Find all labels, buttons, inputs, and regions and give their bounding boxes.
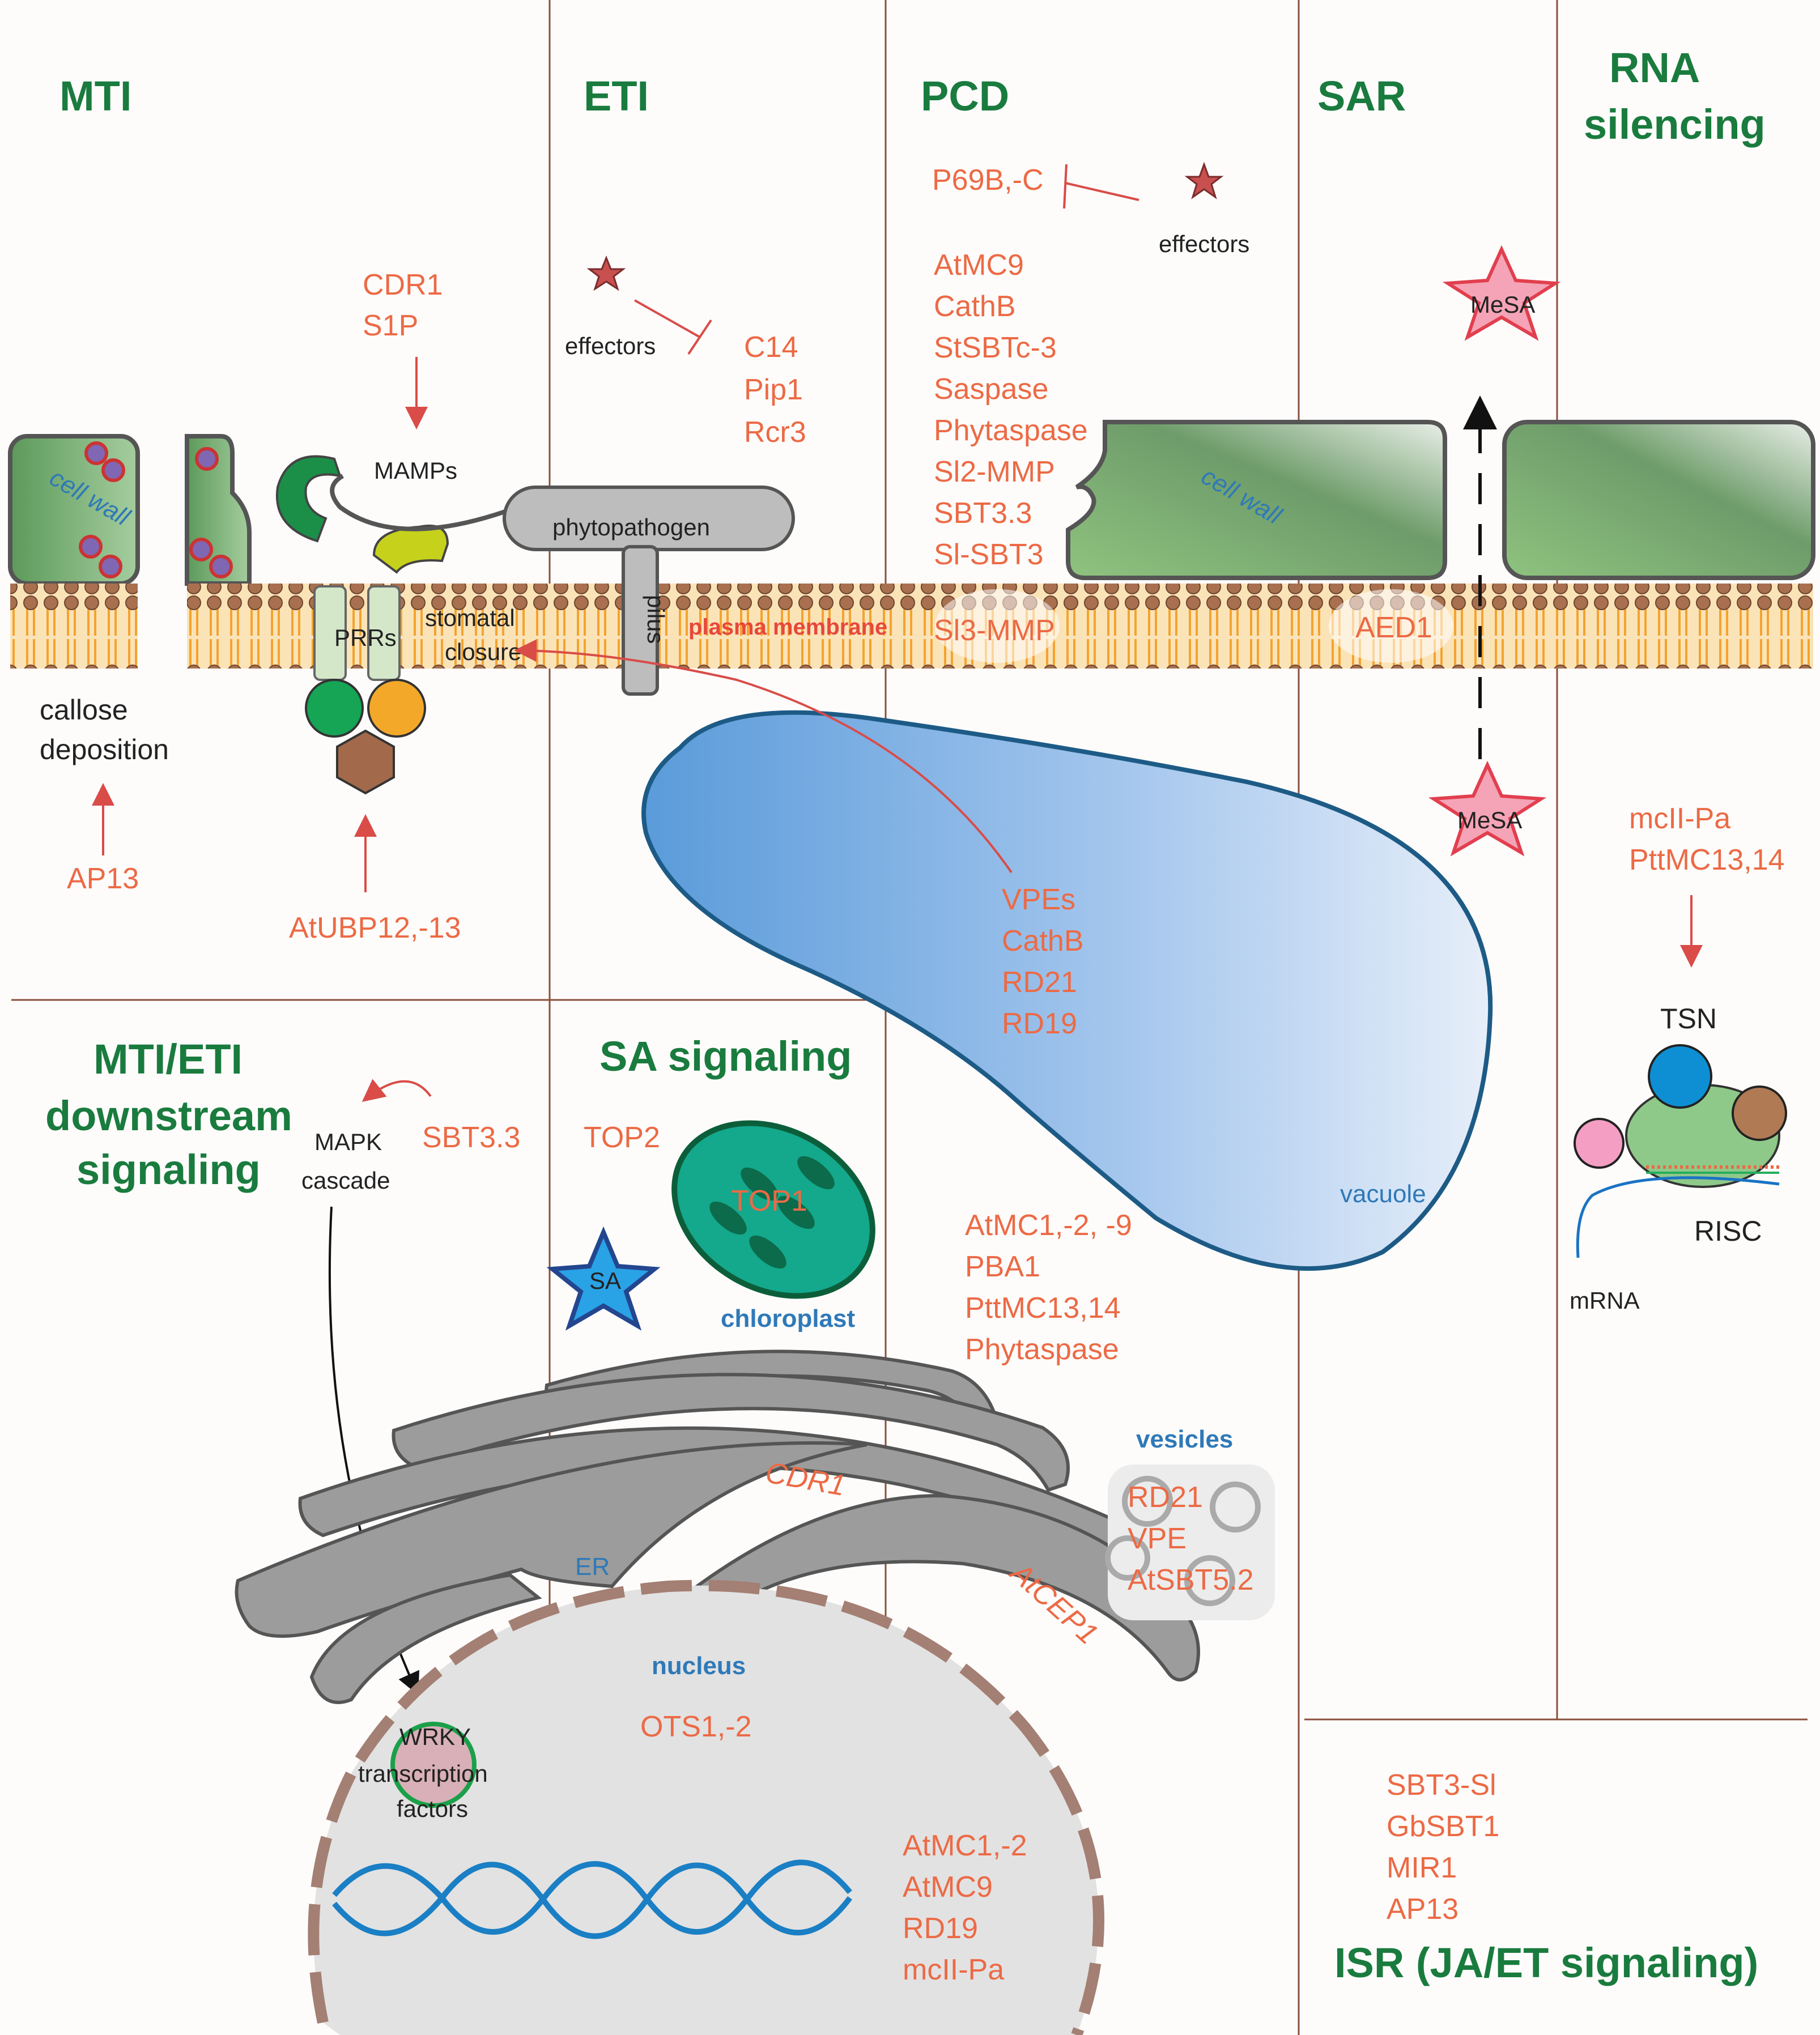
er-label: ER (575, 1553, 610, 1581)
top1-label: TOP1 (731, 1185, 807, 1217)
vesicles-label: vesicles (1136, 1425, 1233, 1453)
prr-receptor-complex: PRRs (275, 455, 449, 795)
nucleus-label: nucleus (652, 1652, 746, 1680)
effector-star-eti (586, 255, 626, 291)
mesa-bottom-label: MeSA (1457, 807, 1522, 833)
inhibition-bar-eti (687, 319, 712, 355)
inhibition-effectors-eti (634, 299, 700, 338)
vacuole-shape (641, 710, 1493, 1271)
vacuole-label: vacuole (1340, 1180, 1426, 1208)
risc-label: RISC (1694, 1215, 1762, 1247)
section-title-mti: MTI (59, 73, 131, 120)
mrna-label: mRNA (1570, 1287, 1640, 1314)
gene-list-rna: mcII-Pa PttMC13,14 (1629, 802, 1785, 876)
wrky-circle (390, 1722, 477, 1808)
gene-list-nucleus: AtMC1,-2 AtMC9 RD19 mcII-Pa (903, 1829, 1035, 1986)
tsn-label: TSN (1660, 1003, 1717, 1034)
pilus-label: pilus (643, 595, 669, 644)
wrky-label: WRKY transcription factors (358, 1723, 494, 1822)
mamps-strand (330, 474, 511, 531)
section-title-eti: ETI (584, 73, 649, 120)
gene-aed1: AED1 (1355, 611, 1432, 644)
gene-list-pcd: AtMC9 CathB StSBTc-3 Saspase Phytaspase … (934, 249, 1096, 571)
gene-list-vesicles: RD21 VPE AtSBT5.2 (1128, 1481, 1254, 1597)
prrs-label: PRRs (334, 624, 397, 651)
gene-list-vacuole: VPEs CathB RD21 RD19 (1002, 883, 1092, 1040)
sa-star (546, 1226, 661, 1331)
gene-list-cytoplasm: AtMC1,-2, -9 PBA1 PttMC13,14 Phytaspase (965, 1209, 1140, 1366)
section-title-pcd: PCD (921, 73, 1009, 120)
gene-list-isr: SBT3-Sl GbSBT1 MIR1 AP13 (1387, 1769, 1508, 1926)
gene-ap13-mti: AP13 (67, 862, 139, 895)
vesicle (1122, 1476, 1173, 1527)
effector-star-pcd (1184, 161, 1224, 199)
gene-sbt33: SBT3.3 (422, 1121, 520, 1154)
plasma-membrane: plasma membrane (10, 584, 1813, 669)
vesicle (1105, 1535, 1150, 1581)
nucleus (308, 1580, 1105, 2035)
mesa-star-top (1442, 245, 1561, 341)
chloroplast: TOP1 (671, 1120, 875, 1299)
stomatal-closure-label: stomatal closure (425, 604, 521, 665)
gene-list-eti: C14 Pip1 Rcr3 (744, 331, 811, 449)
arrow-sbt33-to-mapk (362, 1079, 432, 1102)
vesicle (1210, 1481, 1261, 1532)
gene-atubp: AtUBP12,-13 (289, 912, 461, 944)
gene-sl3-mmp: Sl3-MMP (934, 614, 1055, 647)
sa-label: SA (589, 1267, 621, 1294)
endoplasmic-reticulum (235, 1349, 1200, 1704)
gene-top2: TOP2 (584, 1121, 660, 1154)
cell-wall-left: cell wall (8, 434, 252, 586)
risc-complex (1574, 1044, 1787, 1188)
inhibition-bar-pcd (1063, 164, 1068, 209)
section-title-sar: SAR (1317, 73, 1406, 120)
gene-p69: P69B,-C (932, 164, 1044, 197)
chloroplast-label: chloroplast (721, 1305, 855, 1332)
section-title-sa-signaling: SA signaling (599, 1033, 852, 1080)
section-title-mti-eti-downstream: MTI/ETI downstream signaling (45, 1036, 304, 1193)
inhibition-effectors-pcd (1065, 182, 1139, 201)
section-title-rna-silencing: RNA silencing (1584, 44, 1766, 148)
plasma-membrane-label: plasma membrane (688, 615, 887, 640)
gene-list-cdr1-s1p: CDR1 S1P (363, 269, 451, 342)
cell-wall-right: cell wall (1066, 420, 1815, 580)
effectors-eti-label: effectors (565, 333, 656, 359)
mamps-label: MAMPs (374, 457, 457, 484)
gene-ots: OTS1,-2 (640, 1710, 752, 1743)
phytopathogen-label: phytopathogen (552, 514, 710, 540)
mesa-top-label: MeSA (1470, 291, 1535, 318)
mapk-cascade-label: MAPK cascade (301, 1129, 390, 1194)
mrna-strand (1576, 1176, 1780, 1258)
mesa-star-bottom (1428, 760, 1547, 857)
effectors-pcd-label: effectors (1159, 231, 1249, 257)
section-title-isr: ISR (JA/ET signaling) (1334, 1939, 1758, 1986)
vesicle (1184, 1555, 1235, 1606)
arrow-vpes-to-stomatal-closure (514, 639, 1013, 874)
callose-deposition-label: callose deposition (40, 694, 169, 765)
phytopathogen: phytopathogen pilus (503, 486, 795, 696)
